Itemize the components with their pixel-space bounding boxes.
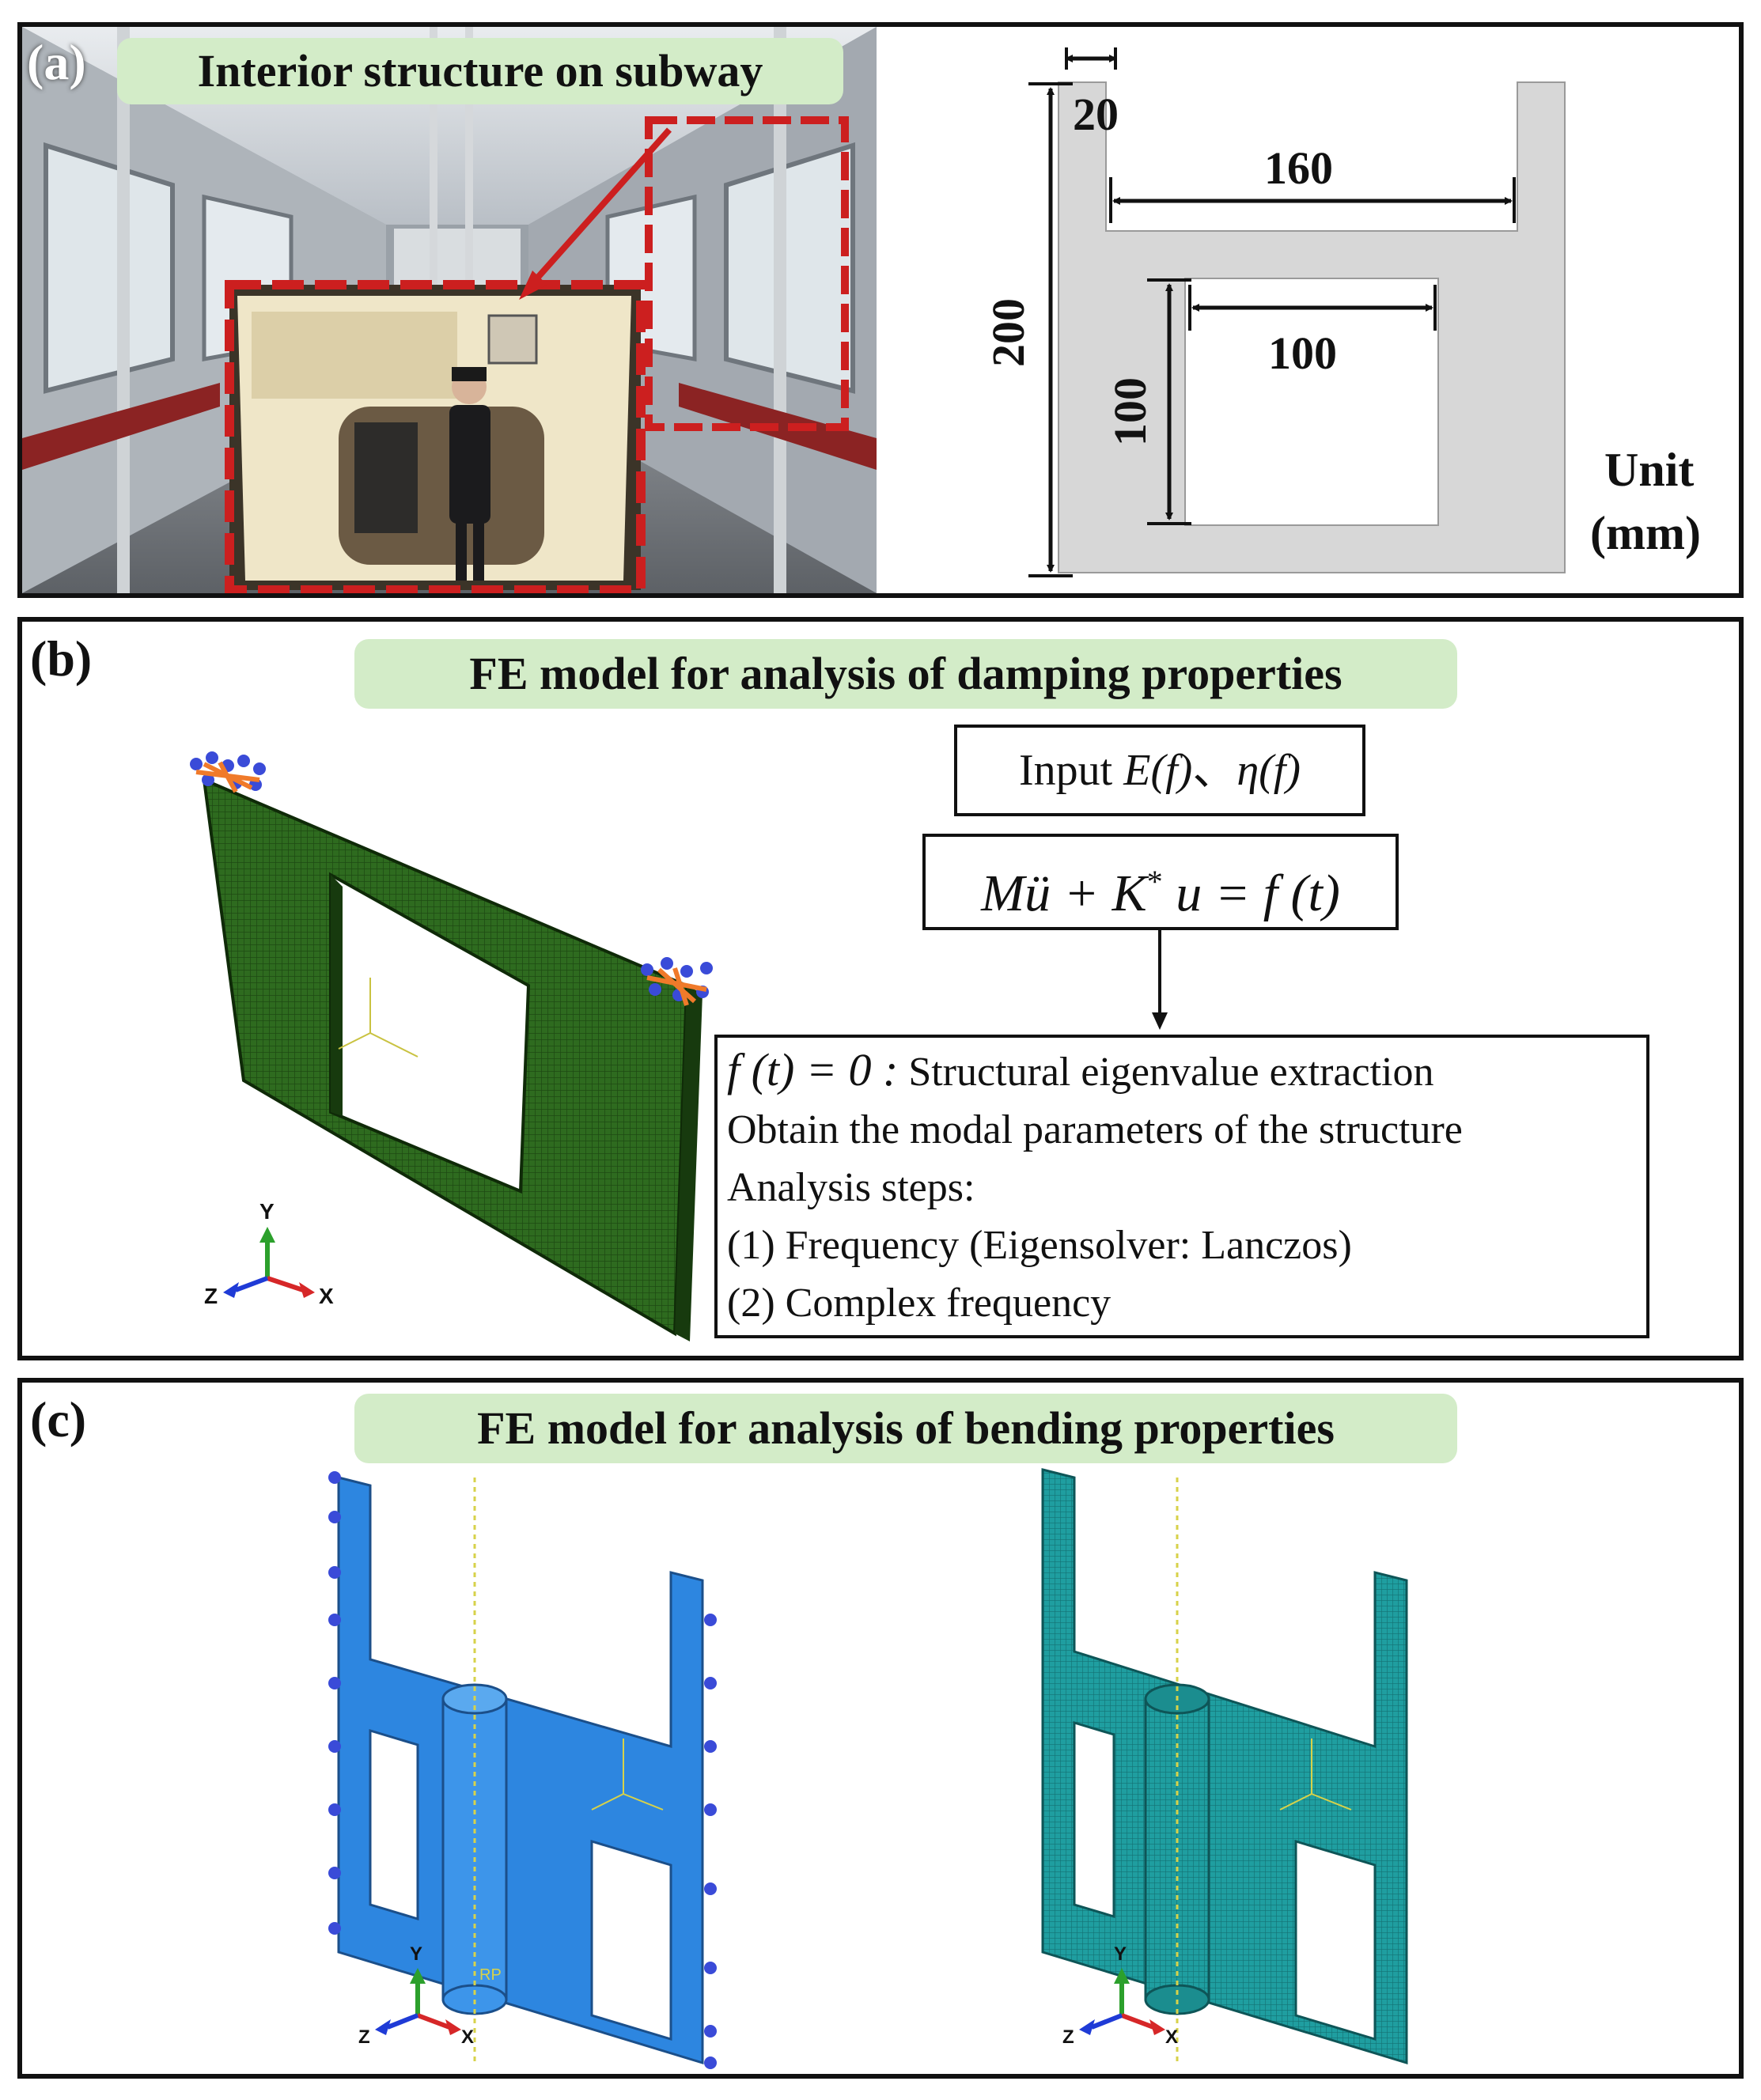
- equation-lhs: Mü + K: [981, 865, 1147, 922]
- section-shape: [1058, 81, 1566, 573]
- axes-triad-c1: Y X Z: [358, 1943, 474, 2048]
- dim-200: 200: [983, 298, 1034, 367]
- axis-x-label-c1: X: [461, 2026, 474, 2048]
- panel-a-label: (a): [27, 34, 86, 90]
- dim-20: 20: [1073, 89, 1119, 140]
- step-title: Structural eigenvalue extraction: [908, 1050, 1434, 1095]
- analysis-steps-box: f (t) = 0 : Structural eigenvalue extrac…: [714, 1035, 1649, 1338]
- boundary-constraints-c: [328, 1471, 717, 2069]
- panel-c: (c) FE model for analysis of bending pro…: [17, 1378, 1744, 2079]
- panel-a-title: Interior structure on subway: [117, 38, 843, 104]
- input-e-symbol: E: [1123, 746, 1151, 795]
- bending-fe-model: RP Y X Z: [328, 1471, 717, 2069]
- axis-z-label: Z: [204, 1284, 218, 1308]
- boundary-constraints-left: [190, 751, 266, 793]
- dim-100-width: 100: [1268, 327, 1337, 379]
- subway-interior-photo: [22, 27, 877, 593]
- axis-y-label: Y: [259, 1199, 275, 1224]
- panel-c-title: FE model for analysis of bending propert…: [354, 1394, 1457, 1463]
- cross-section-drawing: 20 160 200 100 100 Unit (mm): [983, 47, 1701, 577]
- dim-160: 160: [1264, 142, 1333, 194]
- equation-superscript: *: [1146, 864, 1163, 899]
- input-box: Input E(f)、η(f): [954, 725, 1365, 816]
- axes-triad-c2: Y X Z: [1062, 1943, 1178, 2048]
- panel-b: (b) FE model for analysis of damping pro…: [17, 617, 1744, 1360]
- step-line-5: (2) Complex frequency: [727, 1281, 1112, 1326]
- axis-y-label-c2: Y: [1114, 1943, 1127, 1965]
- flow-arrow: [1152, 930, 1168, 1030]
- step-line-2: Obtain the modal parameters of the struc…: [727, 1107, 1463, 1152]
- panel-c-label: (c): [30, 1391, 87, 1447]
- damping-fe-mesh-model: Y X Z: [190, 751, 713, 1341]
- unit-label: Unit: [1604, 444, 1694, 496]
- axis-y-label-c1: Y: [410, 1943, 422, 1965]
- axis-x-label: X: [319, 1284, 334, 1308]
- input-f-arg1: (f): [1150, 746, 1193, 795]
- axes-triad-b: Y X Z: [204, 1199, 334, 1308]
- input-separator: 、: [1192, 746, 1237, 795]
- reference-point-label: RP: [479, 1966, 502, 1984]
- panel-b-label: (b): [30, 630, 93, 687]
- axis-z-label-c2: Z: [1062, 2026, 1074, 2048]
- input-f-arg2: (f): [1259, 746, 1301, 795]
- input-eta-symbol: η: [1236, 746, 1259, 795]
- axis-z-label-c1: Z: [358, 2026, 370, 2048]
- panel-a: (a) Interior structure on subway 20 160 …: [17, 22, 1744, 598]
- step-line-3: Analysis steps:: [727, 1165, 975, 1210]
- dim-100-height: 100: [1104, 377, 1156, 446]
- equation-rest: u = f (t): [1176, 865, 1340, 922]
- boundary-constraints-right: [641, 957, 713, 1006]
- step-line-4: (1) Frequency (Eigensolver: Lanczos): [727, 1223, 1352, 1268]
- panel-b-title: FE model for analysis of damping propert…: [354, 639, 1457, 709]
- unit-mm: (mm): [1590, 507, 1701, 559]
- ft-zero: f (t) = 0 :: [727, 1044, 899, 1095]
- step-line-1: f (t) = 0 : Structural eigenvalue extrac…: [727, 1041, 1646, 1101]
- bending-fe-mesh-model: Y X Z: [1041, 1468, 1408, 2065]
- axis-x-label-c2: X: [1165, 2026, 1178, 2048]
- equation-box: Mü + K* u = f (t): [922, 834, 1399, 930]
- input-prefix: Input: [1019, 746, 1113, 795]
